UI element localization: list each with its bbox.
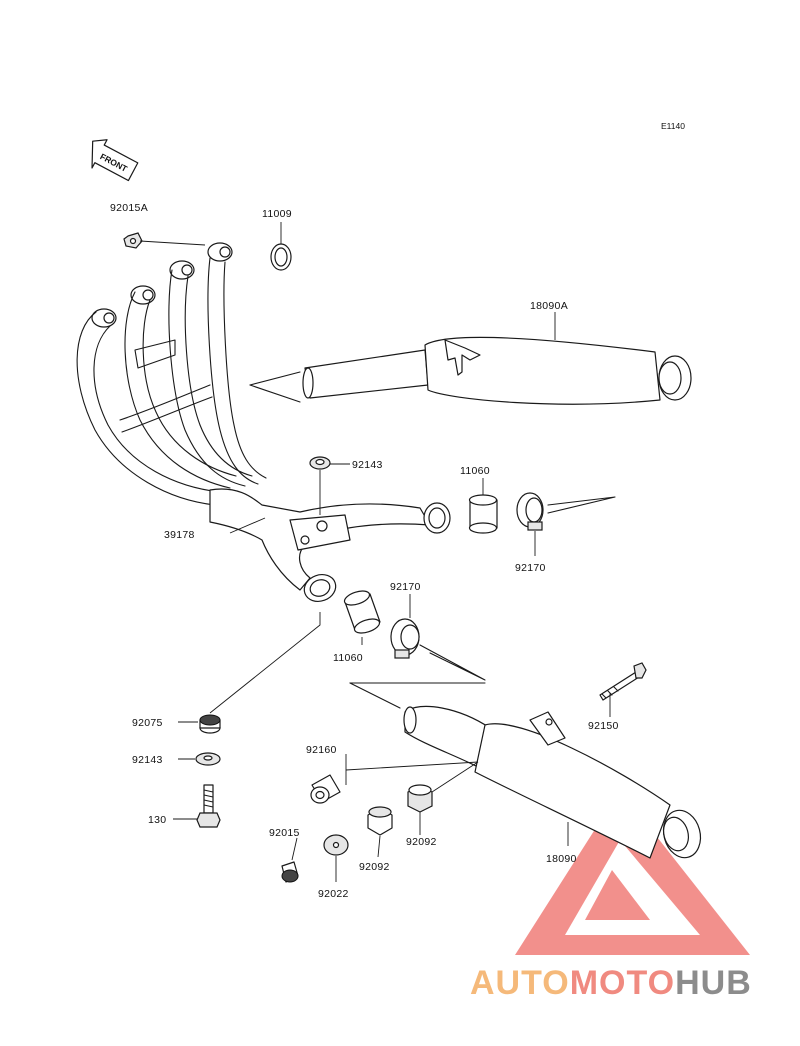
part-label: 130 (148, 814, 166, 826)
part-label: 92022 (318, 888, 349, 900)
part-label: 92092 (359, 861, 390, 873)
watermark-moto: MOTO (570, 964, 675, 1002)
part-labels: 92015A 11009 18090A 92143 11060 92170 39… (110, 202, 619, 900)
part-label: 92075 (132, 717, 163, 729)
diagram-code: E1140 (661, 121, 685, 131)
part-label: 11060 (460, 465, 490, 477)
collar-92160 (310, 774, 341, 804)
bolt-130 (196, 784, 221, 828)
part-label: 92160 (306, 744, 337, 756)
grommet-92075 (199, 714, 221, 734)
part-label: 92170 (390, 581, 421, 593)
clamp-92170-upper (516, 492, 616, 531)
muffler-lower (349, 682, 702, 859)
part-label: 92170 (515, 562, 546, 574)
part-label: 92092 (406, 836, 437, 848)
part-label: 92015 (269, 827, 300, 839)
damper-92092-left (367, 806, 393, 836)
sleeve-11060-upper (468, 494, 498, 534)
part-label: 92143 (132, 754, 163, 766)
part-label: 92015A (110, 202, 148, 214)
watermark-triangle-logo (515, 790, 750, 955)
part-label: 18090 (546, 853, 577, 865)
muffler-upper (249, 336, 692, 405)
nut-92015 (281, 861, 299, 883)
watermark-text-logo: AUTOMOTOHUB (470, 964, 752, 1002)
svg-text:AUTOMOTOHUB: AUTOMOTOHUB (470, 964, 752, 1002)
clamp-92170-lower (390, 618, 486, 681)
sleeve-11060-lower (343, 590, 381, 634)
part-label: 11009 (262, 208, 292, 220)
part-label: 92143 (352, 459, 383, 471)
header-pipes (76, 242, 451, 602)
part-label: 11060 (333, 652, 363, 664)
front-arrow-icon: FRONT (91, 139, 139, 182)
part-label: 18090A (530, 300, 568, 312)
leader-lines (139, 222, 611, 882)
damper-92092-right (407, 784, 433, 813)
part-label: 92150 (588, 720, 619, 732)
watermark-auto: AUTO (470, 964, 570, 1002)
watermark-hub: HUB (675, 964, 752, 1002)
part-label: 39178 (164, 529, 195, 541)
bolt-92150 (599, 662, 647, 701)
